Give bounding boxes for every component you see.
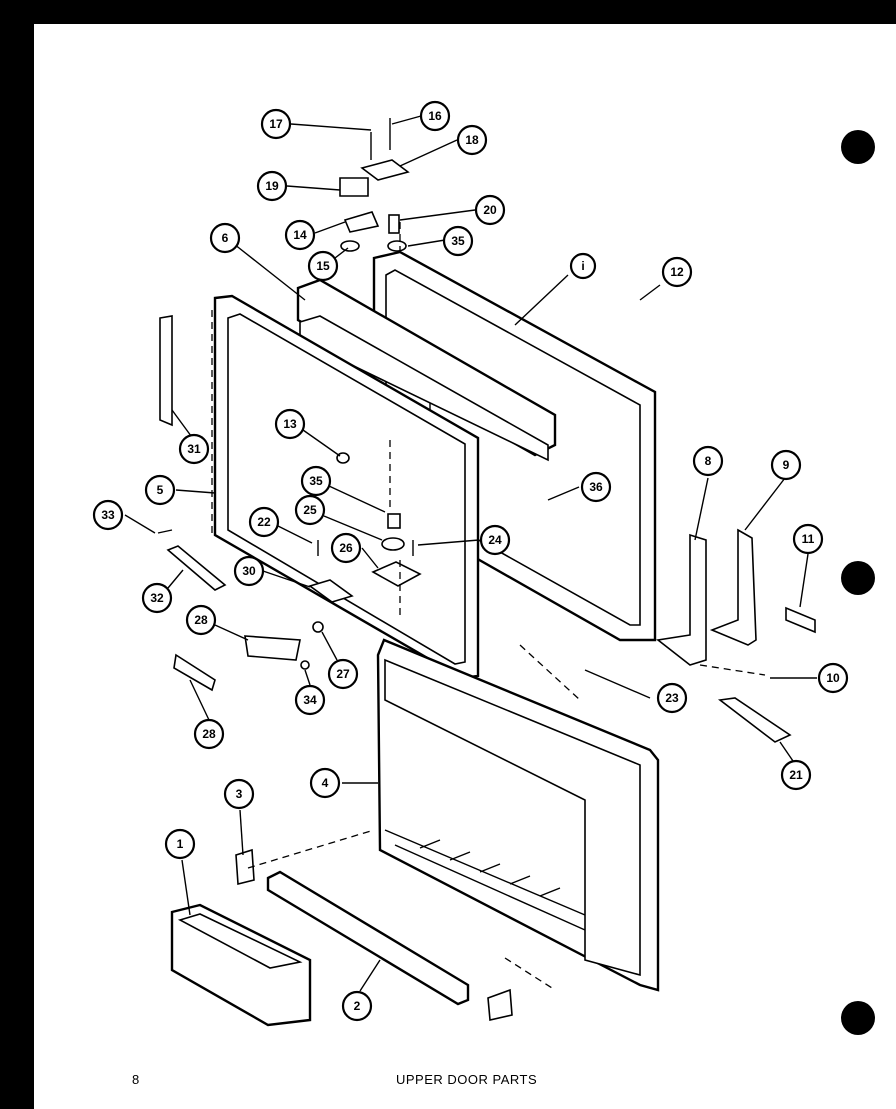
svg-text:3: 3 xyxy=(236,787,243,801)
callout-22: 22 xyxy=(248,506,280,538)
callout-35-upper: 35 xyxy=(442,225,474,257)
binder-hole-bottom xyxy=(841,1001,875,1035)
svg-text:11: 11 xyxy=(802,532,815,546)
binder-hole-top xyxy=(841,130,875,164)
callout-26: 26 xyxy=(330,532,362,564)
svg-text:32: 32 xyxy=(150,591,164,605)
callout-6: 6 xyxy=(209,222,241,254)
callout-28-lower: 28 xyxy=(193,718,225,750)
svg-text:28: 28 xyxy=(194,613,208,627)
diagram-caption: UPPER DOOR PARTS xyxy=(396,1072,538,1087)
callout-i: i xyxy=(569,252,597,280)
svg-text:4: 4 xyxy=(322,776,329,790)
callout-9: 9 xyxy=(770,449,802,481)
callout-36: 36 xyxy=(580,471,612,503)
gasket-strip-31 xyxy=(159,315,173,427)
svg-text:25: 25 xyxy=(303,503,317,517)
callout-20: 20 xyxy=(474,194,506,226)
bin-part xyxy=(170,903,312,1027)
svg-text:5: 5 xyxy=(157,483,164,497)
svg-text:15: 15 xyxy=(316,259,330,273)
svg-text:i: i xyxy=(581,259,584,273)
bracket-3 xyxy=(235,848,255,886)
svg-text:6: 6 xyxy=(222,231,229,245)
callout-13: 13 xyxy=(274,408,306,440)
svg-text:22: 22 xyxy=(257,515,271,529)
callout-15: 15 xyxy=(307,250,339,282)
callout-35-lower: 35 xyxy=(300,465,332,497)
callout-18: 18 xyxy=(456,124,488,156)
trim-end-cap xyxy=(487,988,513,1021)
svg-text:8: 8 xyxy=(705,454,712,468)
page-number: 8 xyxy=(132,1072,140,1087)
svg-text:35: 35 xyxy=(451,234,465,248)
svg-text:31: 31 xyxy=(187,442,201,456)
svg-text:21: 21 xyxy=(789,768,803,782)
svg-text:16: 16 xyxy=(428,109,442,123)
lower-hinge-assembly xyxy=(157,452,422,603)
callout-11: 11 xyxy=(792,523,824,555)
callout-16: 16 xyxy=(419,100,451,132)
svg-text:23: 23 xyxy=(665,691,679,705)
callout-2: 2 xyxy=(341,990,373,1022)
right-brackets xyxy=(656,528,816,743)
callout-3: 3 xyxy=(223,778,255,810)
callout-14: 14 xyxy=(284,219,316,251)
svg-text:10: 10 xyxy=(826,671,840,685)
callout-23: 23 xyxy=(656,682,688,714)
svg-text:28: 28 xyxy=(202,727,216,741)
callout-1: 1 xyxy=(164,828,196,860)
callout-27: 27 xyxy=(327,658,359,690)
callout-21: 21 xyxy=(780,759,812,791)
callout-30: 30 xyxy=(233,555,265,587)
svg-text:26: 26 xyxy=(339,541,353,555)
door-stop-parts xyxy=(173,621,324,692)
callout-31: 31 xyxy=(178,433,210,465)
callout-34: 34 xyxy=(294,684,326,716)
svg-text:36: 36 xyxy=(589,480,603,494)
leader-lines xyxy=(124,115,817,992)
top-hinge-assembly xyxy=(339,118,410,252)
callout-4: 4 xyxy=(309,767,341,799)
svg-text:14: 14 xyxy=(293,228,307,242)
svg-text:2: 2 xyxy=(354,999,361,1013)
callout-32: 32 xyxy=(141,582,173,614)
svg-text:9: 9 xyxy=(783,458,790,472)
svg-text:30: 30 xyxy=(242,564,256,578)
callout-5: 5 xyxy=(144,474,176,506)
callout-25: 25 xyxy=(294,494,326,526)
alignment-lines xyxy=(211,222,766,989)
callout-17: 17 xyxy=(260,108,292,140)
svg-text:20: 20 xyxy=(483,203,497,217)
door-panel xyxy=(376,638,660,992)
svg-text:27: 27 xyxy=(336,667,350,681)
callout-28-upper: 28 xyxy=(185,604,217,636)
svg-text:18: 18 xyxy=(465,133,479,147)
svg-text:33: 33 xyxy=(101,508,115,522)
svg-text:34: 34 xyxy=(303,693,317,707)
svg-text:24: 24 xyxy=(488,533,502,547)
callout-19: 19 xyxy=(256,170,288,202)
svg-text:19: 19 xyxy=(265,179,279,193)
svg-text:1: 1 xyxy=(177,837,184,851)
trim-strip-32 xyxy=(166,545,227,591)
bottom-trim xyxy=(266,870,470,1006)
svg-text:17: 17 xyxy=(269,117,283,131)
svg-text:13: 13 xyxy=(283,417,297,431)
binder-hole-middle xyxy=(841,561,875,595)
svg-text:12: 12 xyxy=(670,265,684,279)
callout-24: 24 xyxy=(479,524,511,556)
callout-10: 10 xyxy=(817,662,849,694)
svg-text:35: 35 xyxy=(309,474,323,488)
callout-8: 8 xyxy=(692,445,724,477)
callout-12: 12 xyxy=(661,256,693,288)
callout-33: 33 xyxy=(92,499,124,531)
